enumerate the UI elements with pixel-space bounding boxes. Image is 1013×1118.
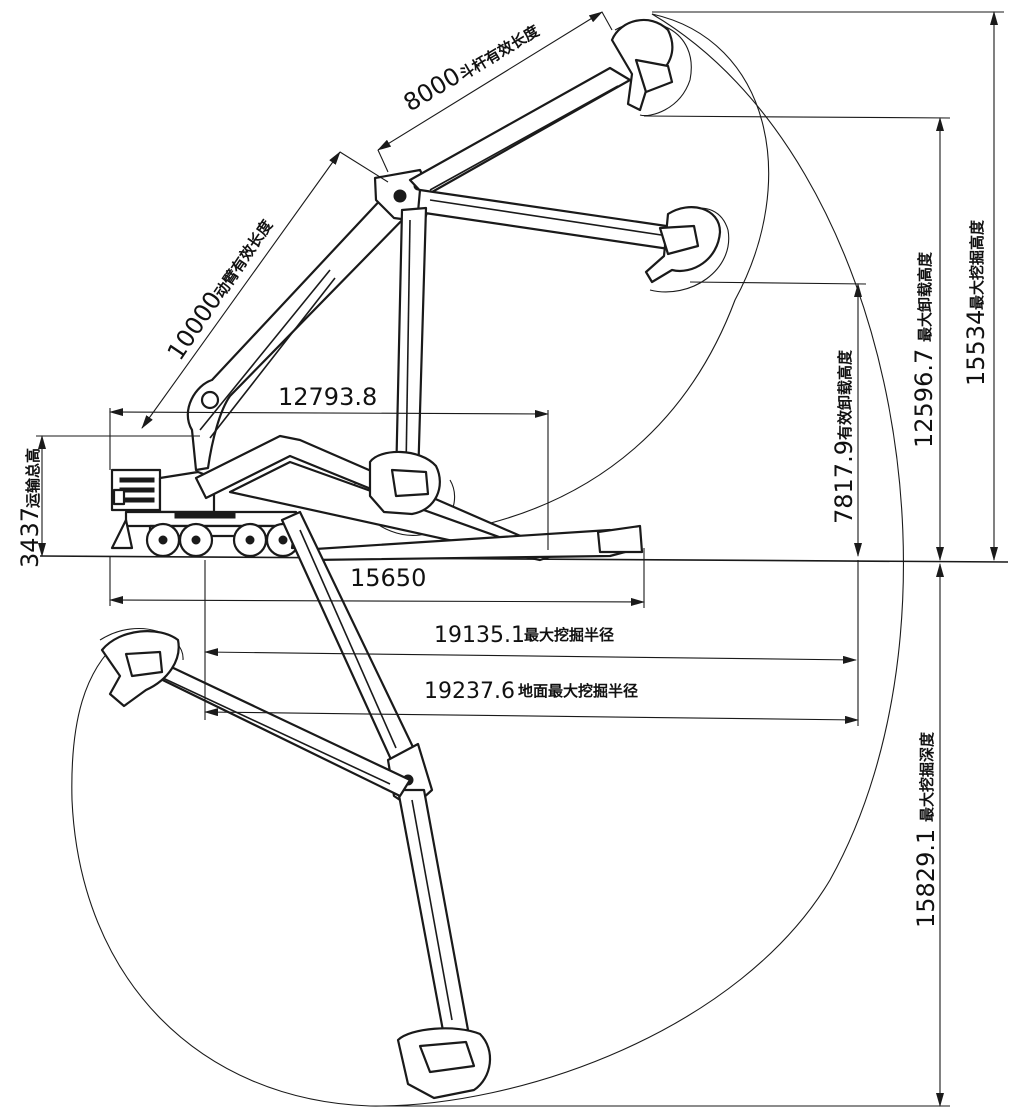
reach-top-value: 12793.8 <box>278 383 377 411</box>
max-dig-radius-label: 最大挖掘半径 <box>524 626 614 644</box>
transport-height-value: 3437 <box>16 507 44 568</box>
dim-transport-height: 3437 运输总高 <box>16 435 200 568</box>
stick-to-mid-bucket <box>416 188 722 284</box>
dim-reach-top: 12793.8 <box>109 383 549 550</box>
effective-dump-height-label: 有效卸载高度 <box>836 349 854 440</box>
ground-line <box>39 555 1009 563</box>
dim-ground-dig-radius: 19237.6 地面最大挖掘半径 <box>204 560 859 726</box>
max-dump-height-label: 最大卸载高度 <box>916 251 934 342</box>
effective-dump-height-value: 7817.9 <box>830 440 858 524</box>
boom-length-value: 10000 <box>162 286 228 365</box>
max-dig-depth-label: 最大挖掘深度 <box>918 731 936 822</box>
max-dig-depth-value: 15829.1 <box>912 829 940 928</box>
max-dig-height-label: 最大挖掘高度 <box>968 219 986 310</box>
dim-max-dump-height: 12596.7 最大卸载高度 <box>643 115 951 561</box>
dim-max-dig-depth: 15829.1 最大挖掘深度 <box>370 563 950 1107</box>
dim-max-dig-radius: 19135.1 最大挖掘半径 <box>204 560 857 720</box>
transport-height-label: 运输总高 <box>24 448 42 508</box>
ground-dig-radius-label: 地面最大挖掘半径 <box>518 682 638 700</box>
stick-to-top-bucket <box>408 19 674 198</box>
stick-length-value: 8000 <box>399 62 466 117</box>
boom-length-label: 动臂有效长度 <box>211 216 277 302</box>
dim-effective-dump-height: 7817.9 有效卸载高度 <box>689 281 867 557</box>
dim-max-dig-height: 15534 最大挖掘高度 <box>652 11 1004 561</box>
max-dig-radius-value: 19135.1 <box>434 623 525 648</box>
dim-transport-length: 15650 <box>109 548 645 608</box>
stick-to-near-bucket <box>368 206 441 516</box>
max-dump-height-value: 12596.7 <box>910 349 938 448</box>
ground-dig-radius-value: 19237.6 <box>424 679 515 704</box>
boom-raised <box>186 168 434 472</box>
transport-length-value: 15650 <box>350 564 426 592</box>
max-dig-height-value: 15534 <box>962 310 990 386</box>
stick-length-label: 斗杆有效长度 <box>456 21 543 83</box>
